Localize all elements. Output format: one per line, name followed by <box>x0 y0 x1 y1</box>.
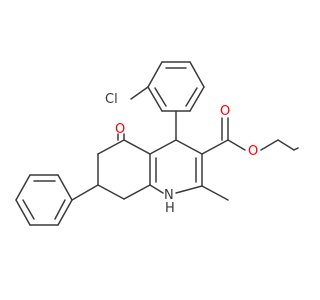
bond <box>149 139 177 155</box>
bond <box>149 184 164 194</box>
bond <box>227 139 246 151</box>
bond <box>57 174 73 201</box>
bond <box>123 184 151 200</box>
bond <box>175 139 203 155</box>
ketone-oxygen-label: O <box>115 122 125 137</box>
ester-carbonyl-oxygen-label: O <box>220 104 230 119</box>
bond <box>260 139 279 151</box>
bond <box>15 199 31 226</box>
phenyl-ring <box>15 174 73 226</box>
bond <box>147 86 163 112</box>
pyridine-ring <box>149 139 203 194</box>
bond <box>22 199 35 220</box>
bond <box>15 174 31 201</box>
structure-svg: Cl O O O N H <box>15 61 299 226</box>
bond <box>97 139 125 155</box>
bond <box>130 86 149 100</box>
bond <box>175 185 203 194</box>
bond <box>189 86 205 112</box>
bond <box>201 139 229 155</box>
bond <box>189 61 205 88</box>
cyclohexanone-ring <box>97 133 151 200</box>
bond <box>147 61 163 88</box>
amine-nitrogen-label: N <box>164 188 174 203</box>
molecule-diagram: Cl O O O N H <box>15 61 299 226</box>
ester-ether-oxygen-label: O <box>248 144 258 159</box>
bond <box>54 199 66 220</box>
bond <box>154 87 167 107</box>
ester-group <box>201 117 299 155</box>
bond <box>71 184 99 201</box>
bond <box>293 147 299 151</box>
amine-hydrogen-label: H <box>165 201 175 216</box>
bond <box>57 199 73 226</box>
bond <box>185 87 198 107</box>
bond <box>277 139 295 151</box>
bond <box>97 184 125 200</box>
chlorine-atom-label: Cl <box>105 92 118 107</box>
bond <box>123 139 151 155</box>
chlorophenyl-ring <box>130 61 205 112</box>
bond <box>201 185 229 201</box>
